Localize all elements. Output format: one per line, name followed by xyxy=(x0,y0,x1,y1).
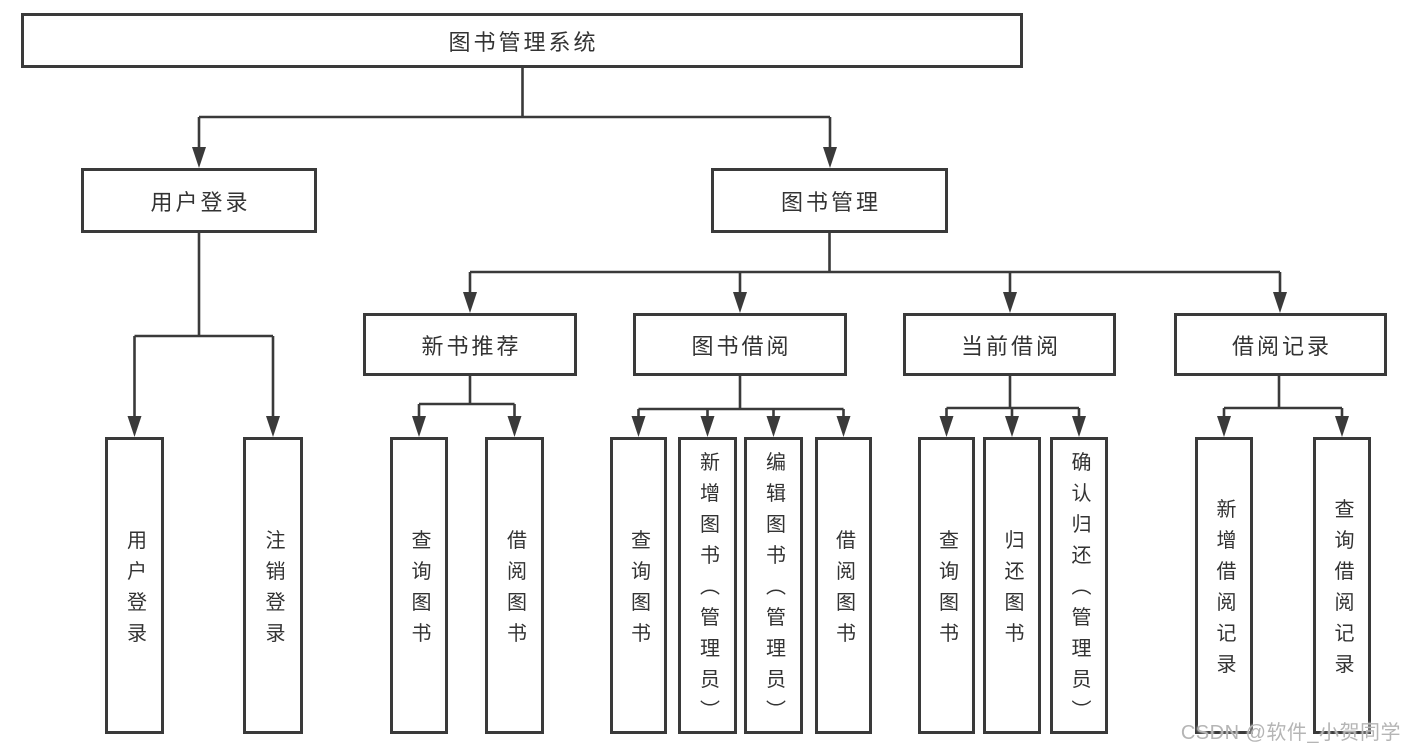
node-label: 查询图书 xyxy=(627,529,650,653)
arrowhead-icon xyxy=(1005,416,1019,437)
arrowhead-icon xyxy=(733,292,747,313)
edge-paths xyxy=(133,68,1344,422)
node-cb-confirm-return: 确认归还（管理员） xyxy=(1050,437,1108,734)
node-label: 归还图书 xyxy=(1001,529,1023,653)
node-label: 新书推荐 xyxy=(421,333,522,359)
arrowhead-icon xyxy=(1273,292,1287,313)
arrowhead-icon xyxy=(1217,416,1231,437)
node-label: 查询借阅记录 xyxy=(1331,498,1353,684)
node-borrow-records: 借阅记录 xyxy=(1174,313,1387,376)
arrowhead-icon xyxy=(1335,416,1349,437)
node-nbr-query-books: 查询图书 xyxy=(390,437,448,734)
node-label: 新增图书（管理员） xyxy=(696,451,719,731)
arrowhead-icon xyxy=(631,416,646,437)
node-br-add-record: 新增借阅记录 xyxy=(1195,437,1253,734)
node-current-borrow: 当前借阅 xyxy=(903,313,1116,376)
node-label: 确认归还（管理员） xyxy=(1068,451,1090,731)
arrowhead-icon xyxy=(192,147,206,168)
arrowhead-icon xyxy=(1072,416,1086,437)
node-label: 图书管理系统 xyxy=(448,29,599,55)
node-nbr-borrow-books: 借阅图书 xyxy=(485,437,544,734)
arrowhead-icon xyxy=(823,147,837,168)
node-book-mgmt: 图书管理 xyxy=(711,168,948,233)
arrowhead-icon xyxy=(836,416,851,437)
node-label: 用户登录 xyxy=(123,529,146,653)
arrowhead-icon xyxy=(127,416,142,437)
node-br-query-record: 查询借阅记录 xyxy=(1313,437,1371,734)
node-user-login: 用户登录 xyxy=(81,168,317,233)
node-user-login-leaf: 用户登录 xyxy=(105,437,164,734)
arrowhead-icon xyxy=(266,416,280,437)
node-label: 图书借阅 xyxy=(691,333,792,359)
arrowhead-icon xyxy=(700,416,715,437)
node-label: 查询图书 xyxy=(408,529,430,653)
node-cb-query-books: 查询图书 xyxy=(918,437,975,734)
node-root: 图书管理系统 xyxy=(21,13,1023,68)
arrowhead-icon xyxy=(766,416,781,437)
node-label: 查询图书 xyxy=(935,529,958,653)
node-label: 用户登录 xyxy=(150,189,251,215)
node-bb-query-books: 查询图书 xyxy=(610,437,667,734)
node-label: 借阅记录 xyxy=(1231,333,1332,359)
node-cb-return-books: 归还图书 xyxy=(983,437,1041,734)
node-label: 图书管理 xyxy=(780,189,881,215)
node-label: 新增借阅记录 xyxy=(1213,498,1235,684)
node-bb-edit-books: 编辑图书（管理员） xyxy=(744,437,803,734)
arrowhead-icon xyxy=(412,416,426,437)
node-label: 编辑图书（管理员） xyxy=(762,451,785,731)
arrowhead-icon xyxy=(463,292,477,313)
node-label: 借阅图书 xyxy=(832,529,855,653)
node-label: 借阅图书 xyxy=(503,529,526,653)
node-book-borrow: 图书借阅 xyxy=(633,313,847,376)
arrowhead-icon xyxy=(1003,292,1017,313)
watermark-text: CSDN @软件_小贺同学 xyxy=(1180,722,1401,744)
node-bb-add-books: 新增图书（管理员） xyxy=(678,437,737,734)
arrowhead-icon xyxy=(939,416,954,437)
arrowhead-icon xyxy=(507,416,522,437)
node-label: 当前借阅 xyxy=(960,333,1061,359)
node-new-book-rec: 新书推荐 xyxy=(363,313,577,376)
node-logout-leaf: 注销登录 xyxy=(243,437,303,734)
node-bb-borrow-books: 借阅图书 xyxy=(815,437,872,734)
node-label: 注销登录 xyxy=(262,529,284,653)
